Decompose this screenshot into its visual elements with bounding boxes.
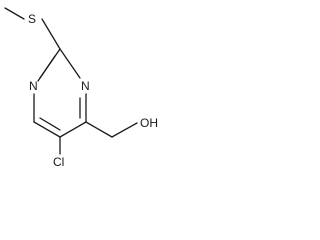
bond-lines xyxy=(4,7,138,155)
atom-label-hydroxyl: OH xyxy=(140,116,158,130)
bond-c6-c5-inner xyxy=(39,117,61,131)
atom-label-nitrogen-left: N xyxy=(29,79,38,93)
bond-methyl-sulfur xyxy=(4,7,25,20)
bond-ch2-hydroxyl xyxy=(111,122,138,138)
chemical-structure-diagram: S N N Cl OH xyxy=(4,7,158,169)
bond-c2-n3 xyxy=(59,48,81,79)
atom-label-nitrogen-right: N xyxy=(81,79,90,93)
atom-label-chlorine: Cl xyxy=(53,155,64,169)
bond-c5-c4 xyxy=(59,121,87,138)
atom-label-sulfur: S xyxy=(28,12,36,26)
bond-sulfur-c2 xyxy=(41,18,61,50)
bond-c2-n1-inner xyxy=(37,55,56,82)
bond-c4-ch2 xyxy=(85,121,113,138)
bond-c6-c5 xyxy=(33,121,61,138)
